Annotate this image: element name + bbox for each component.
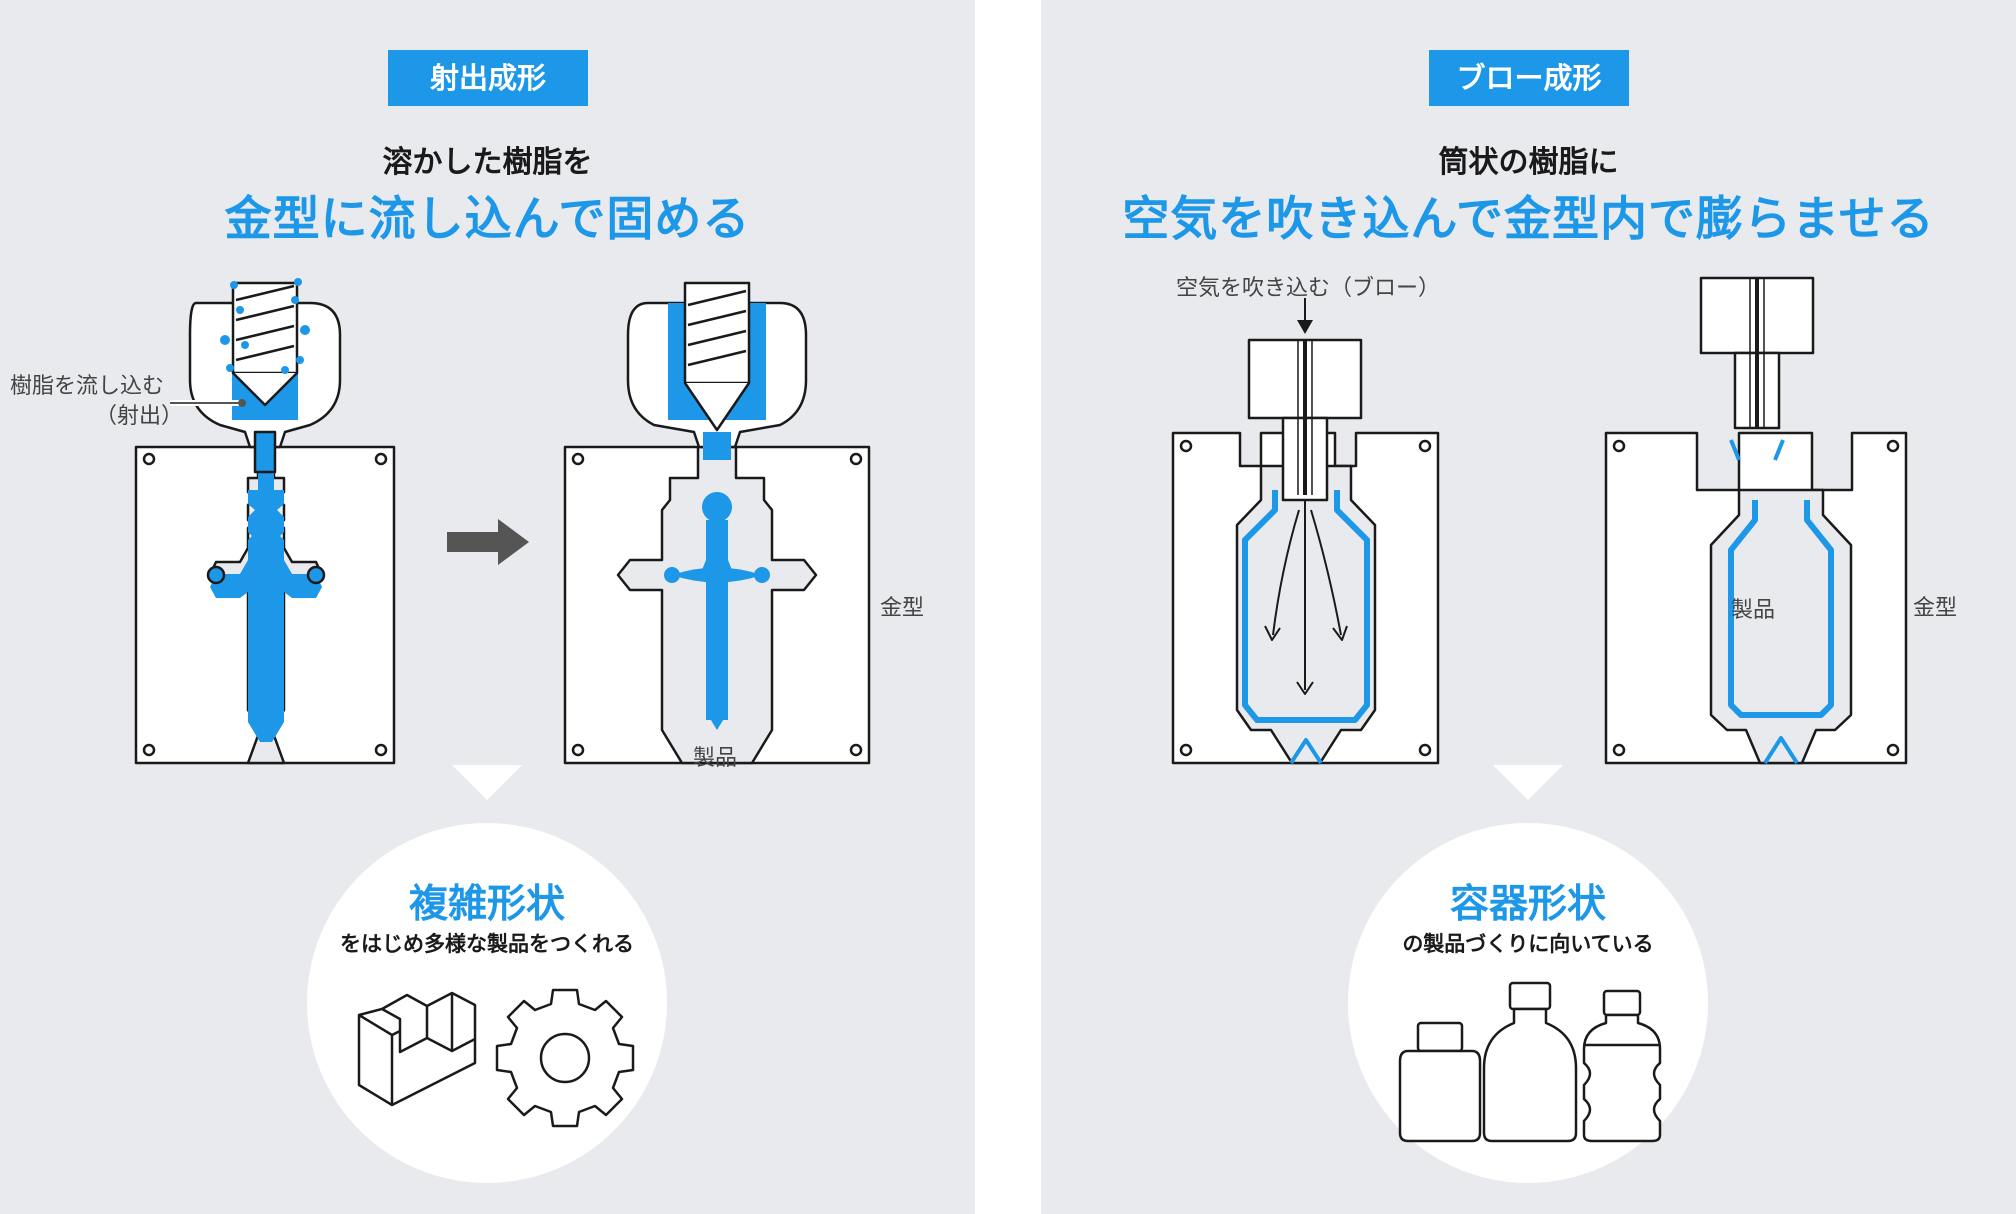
blow-mold-label: 金型 [1913,596,1958,621]
blow-badge: ブロー成形 [1429,50,1629,106]
blow-result-circle: 容器形状 の製品づくりに向いている [1348,823,1708,1183]
blow-result-icons [1398,981,1662,1143]
injection-subtitle: 溶かした樹脂を [382,145,593,180]
injection-result-title: 複雑形状 [408,882,565,927]
blow-pin [1247,338,1363,502]
blow-molding-panel: ブロー成形 筒状の樹脂に 空気を吹き込んで金型内で膨らませる [1041,0,2016,1214]
resin-injection-sublabel: （射出） [95,404,184,429]
injection-result-circle: 複雑形状 をはじめ多様な製品をつくれる [307,823,667,1183]
resin-drops [220,278,310,374]
blow-headline: 空気を吹き込んで金型内で膨らませる [1122,192,1935,247]
bottle-icon [1482,981,1578,1143]
air-flow-arrows [1264,500,1348,695]
injection-mold-finished [563,445,871,765]
ribbed-bottle-icon [1582,989,1662,1143]
injection-result-sub: をはじめ多様な製品をつくれる [340,932,634,956]
release-marks [1729,439,1785,461]
injection-badge: 射出成形 [388,50,588,106]
blow-mold-finished [1604,431,1908,765]
air-blow-label: 空気を吹き込む（ブロー） [1176,276,1441,301]
process-arrow [447,519,529,565]
injection-headline: 金型に流し込んで固める [224,192,751,247]
injection-result-icons [357,988,635,1128]
injection-nozzle-filling [188,281,342,474]
blow-result-title: 容器形状 [1449,882,1606,927]
injection-diagram [134,278,871,800]
small-bottle-icon [1398,1021,1482,1143]
injection-product-label: 製品 [693,746,738,771]
injection-nozzle-finished [626,281,808,460]
blow-subtitle: 筒状の樹脂に [1438,145,1619,180]
air-inlet-arrow [1297,298,1313,334]
blow-pin-retracted [1699,276,1815,430]
u-shape-part-icon [357,991,477,1107]
injection-molding-panel: 射出成形 溶かした樹脂を 金型に流し込んで固める [0,0,975,1214]
gear-icon [495,988,635,1128]
injection-mold-filling [134,445,396,765]
result-pointer [452,765,522,800]
resin-injection-label: 樹脂を流し込む [10,374,165,399]
injection-mold-label: 金型 [880,596,925,621]
blow-product-label: 製品 [1731,598,1776,623]
blow-result-sub: の製品づくりに向いている [1402,932,1654,956]
blow-diagram [1171,276,1908,800]
result-pointer [1493,765,1563,800]
